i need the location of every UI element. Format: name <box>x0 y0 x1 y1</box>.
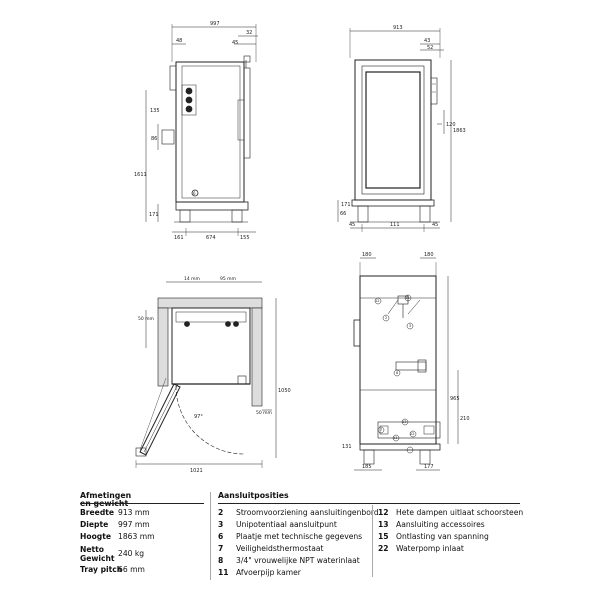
connections-title: Aansluitposities <box>218 491 289 500</box>
dim-value: 66 mm <box>118 565 145 574</box>
callout-3: 3 <box>409 324 411 328</box>
dim-row-gewicht: Netto Gewicht <box>80 545 115 563</box>
callout-7: 7 <box>380 428 382 432</box>
plan-angle-label: 97° <box>194 414 203 420</box>
side-view: 997 48 32 45 6 135 86 1611 <box>134 21 258 241</box>
side-bottom-mid-label: 674 <box>206 235 216 241</box>
side-left-mid-label: 86 <box>151 136 157 142</box>
dim-row-breedte: Breedte <box>80 509 114 517</box>
side-top-width-label: 997 <box>210 21 220 27</box>
dim-label: Diepte <box>80 520 109 529</box>
callout-15: 15 <box>405 296 409 300</box>
dimensions-title: Afmetingen en gewicht <box>80 491 132 507</box>
technical-drawing: 997 48 32 45 6 135 86 1611 <box>134 21 470 474</box>
callout-11: 11 <box>393 436 397 440</box>
dim-value: 913 mm <box>118 508 150 517</box>
rear-view: 180 180 12 2 15 3 8 <box>342 252 470 471</box>
front-bottom-right-label: 45 <box>432 222 438 228</box>
callout-8: 8 <box>396 371 398 375</box>
side-top-right-b-label: 45 <box>232 40 238 46</box>
rear-bottom-left-label: 185 <box>362 464 372 470</box>
dim-row-diepte: Diepte <box>80 521 108 529</box>
front-view: 913 43 52 120 1863 171 66 45 111 45 <box>337 25 466 232</box>
callout-12: 12 <box>375 299 379 303</box>
rear-top-right-label: 180 <box>424 252 434 258</box>
plan-view: 14 mm 95 mm 97° 50 mm 50 mm 1050 1021 <box>135 276 291 474</box>
front-top-width-label: 913 <box>393 25 403 31</box>
dim-row-tray-pitch: Tray pitch <box>80 566 122 574</box>
side-bottom-left-label: 161 <box>174 235 184 241</box>
front-left-small-label: 66 <box>340 211 346 217</box>
dim-label: Breedte <box>80 508 115 517</box>
front-bottom-left-label: 45 <box>349 222 355 228</box>
connections-title-rule <box>218 503 520 504</box>
side-left-small-label: 135 <box>150 108 160 114</box>
side-top-left-a-label: 48 <box>176 38 182 44</box>
rear-right-b-label: 210 <box>460 416 470 422</box>
callout-22: 22 <box>410 432 414 436</box>
rear-bottom-small-label: 131 <box>342 444 352 450</box>
callout-13: 13 <box>402 420 406 424</box>
callout-2: 2 <box>385 316 387 320</box>
dim-row-hoogte: Hoogte <box>80 533 111 541</box>
front-top-right-a-label: 43 <box>424 38 430 44</box>
plan-top-a-label: 14 mm <box>184 276 200 282</box>
side-callout-6: 6 <box>193 191 196 196</box>
plan-right-small-label: 50 mm <box>256 410 272 416</box>
plan-left-label: 50 mm <box>138 316 154 322</box>
plan-right-tall-label: 1050 <box>278 388 291 394</box>
connections-column-divider <box>372 505 373 577</box>
front-bottom-mid-label: 111 <box>390 222 400 228</box>
plan-top-b-label: 95 mm <box>220 276 236 282</box>
front-right-tall-label: 1863 <box>453 128 466 134</box>
rear-right-a-label: 965 <box>450 396 460 402</box>
side-top-right-a-label: 32 <box>246 30 252 36</box>
table-divider <box>210 492 211 580</box>
rear-top-left-label: 180 <box>362 252 372 258</box>
side-bottom-right-label: 155 <box>240 235 250 241</box>
dim-value: 997 mm <box>118 520 150 529</box>
side-bottom-left-h-label: 171 <box>149 212 159 218</box>
plan-bottom-label: 1021 <box>190 468 203 474</box>
dim-label: Tray pitch <box>80 565 123 574</box>
rear-bottom-right-label: 177 <box>424 464 434 470</box>
dim-label: Netto Gewicht <box>80 545 115 563</box>
front-left-h-label: 171 <box>341 202 351 208</box>
side-left-tall-label: 1611 <box>134 172 147 178</box>
front-top-right-b-label: 52 <box>427 45 433 51</box>
dim-value: 240 kg <box>118 549 145 558</box>
dim-value: 1863 mm <box>118 532 155 541</box>
dimensions-title-rule <box>80 503 204 504</box>
dim-label: Hoogte <box>80 532 112 541</box>
